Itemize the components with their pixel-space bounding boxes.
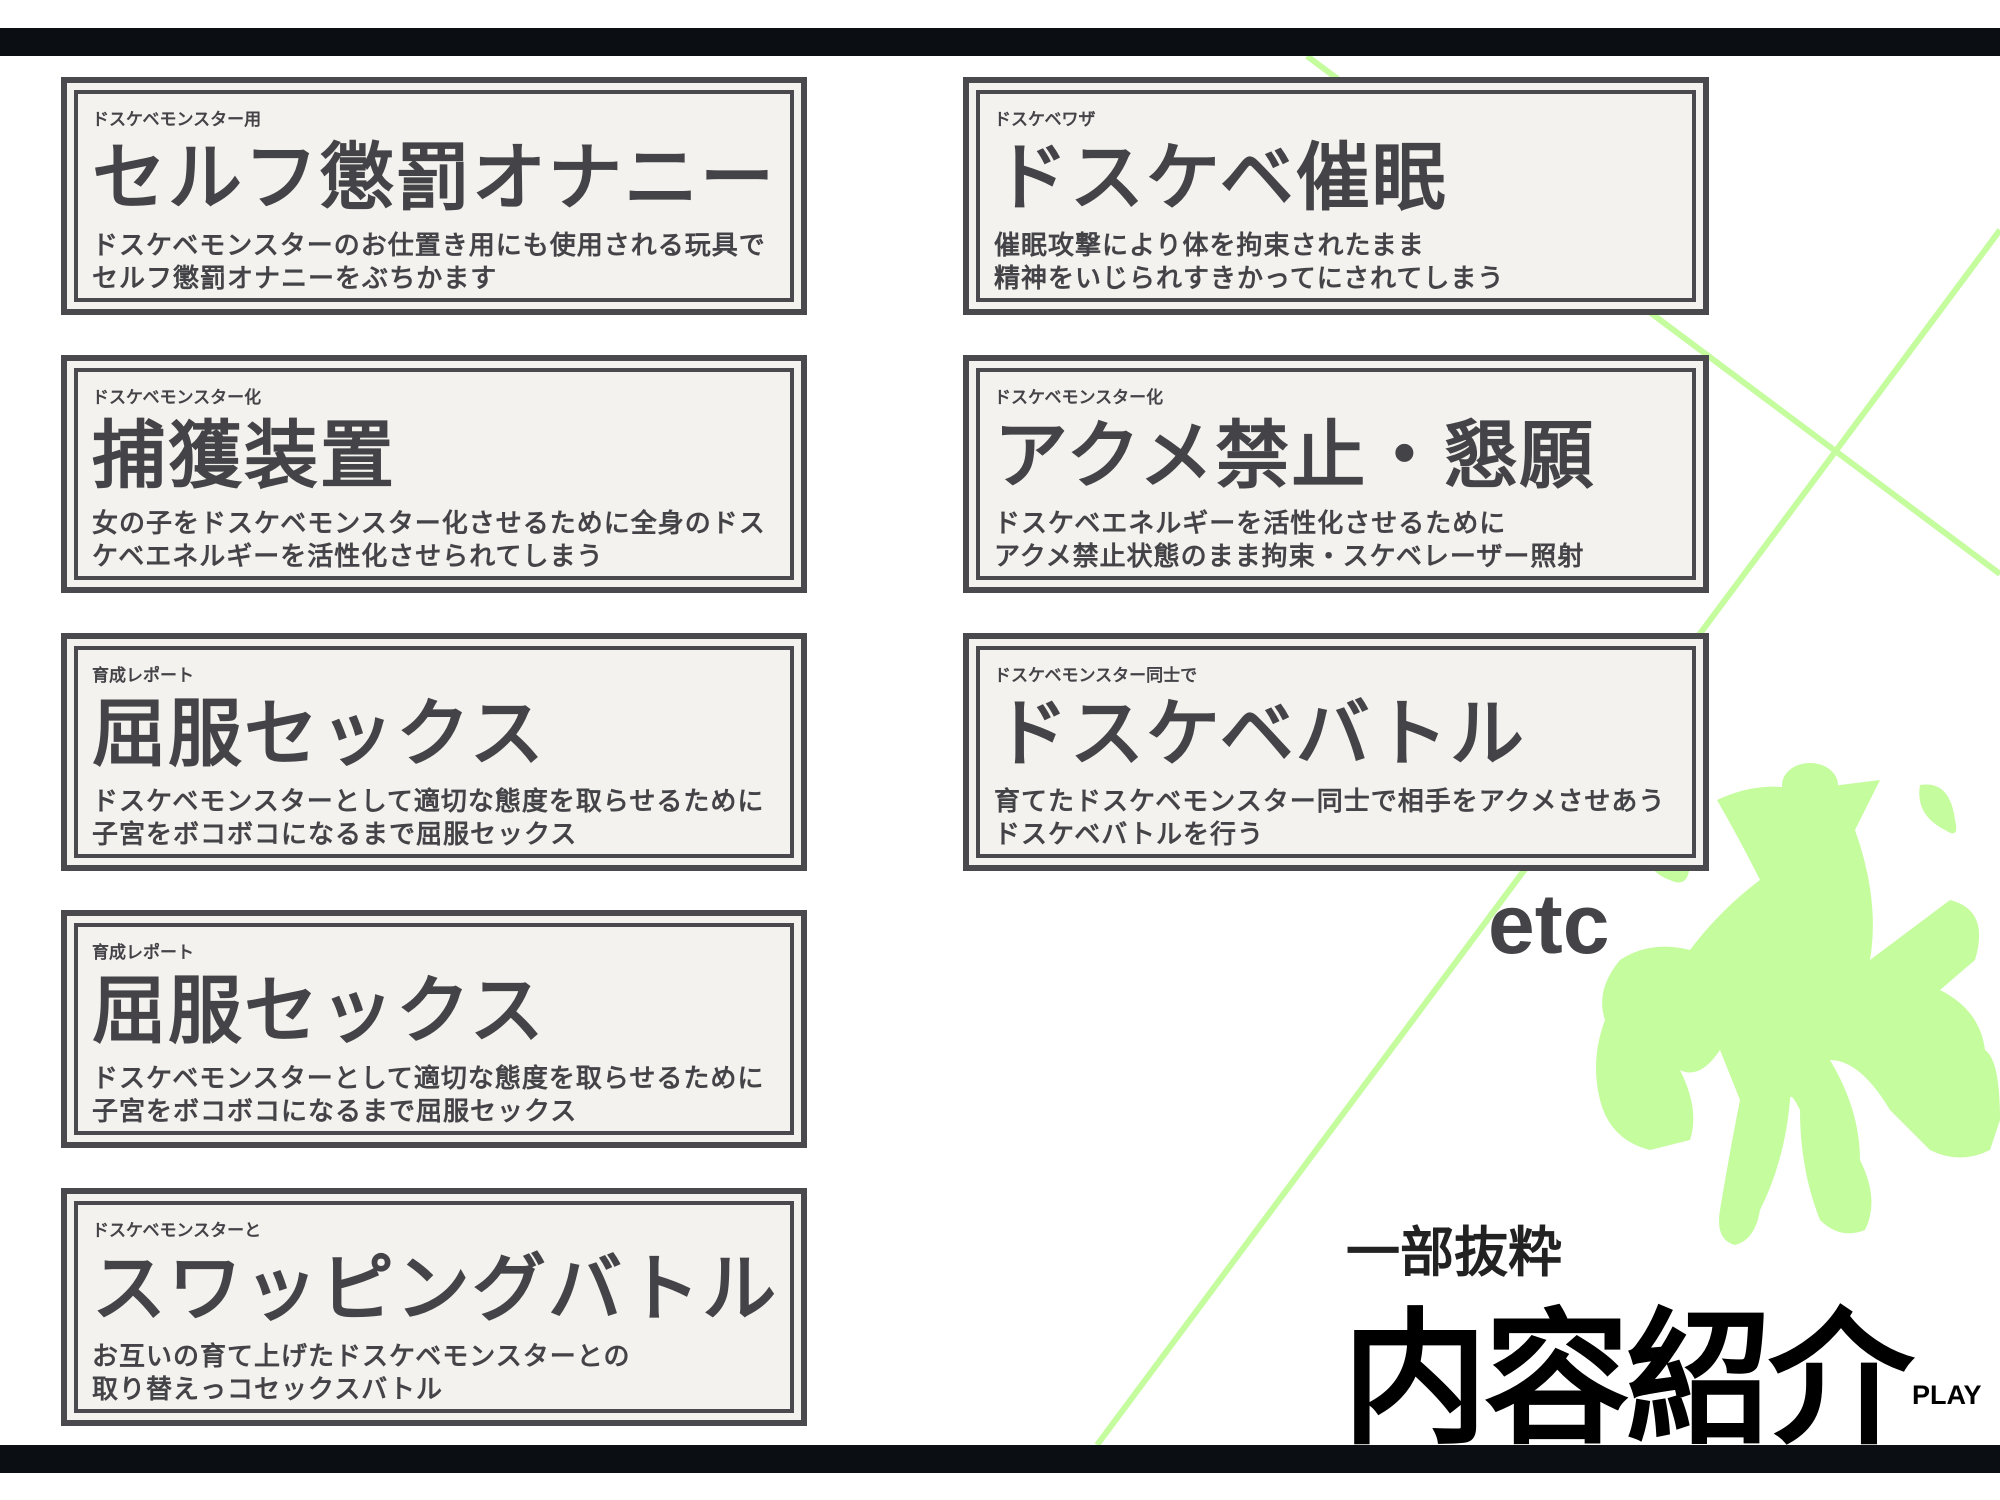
card-title: スワッピングバトル bbox=[92, 1246, 779, 1332]
card-label: 育成レポート bbox=[92, 666, 194, 686]
content-card: ドスケベモンスター化 捕獲装置 女の子をドスケベモンスター化させるために全身のド… bbox=[61, 355, 807, 593]
content-card: ドスケベモンスター同士で ドスケベバトル 育てたドスケベモンスター同士で相手をア… bbox=[963, 633, 1709, 871]
content-card: ドスケベワザ ドスケベ催眠 催眠攻撃により体を拘束されたまま 精神をいじられすき… bbox=[963, 77, 1709, 315]
card-description: 催眠攻撃により体を拘束されたまま 精神をいじられすきかってにされてしまう bbox=[994, 231, 1505, 294]
etc-text: etc bbox=[1488, 877, 1610, 971]
card-label: ドスケベモンスター化 bbox=[92, 388, 262, 408]
card-label: 育成レポート bbox=[92, 943, 194, 963]
card-description: ドスケベモンスターとして適切な態度を取らせるために 子宮をボコボコになるまで屈服… bbox=[92, 787, 765, 850]
card-description: ドスケベエネルギーを活性化させるために アクメ禁止状態のまま拘束・スケベレーザー… bbox=[994, 509, 1585, 572]
card-title: 屈服セックス bbox=[92, 968, 546, 1054]
card-description: 育てたドスケベモンスター同士で相手をアクメさせあう ドスケベバトルを行う bbox=[994, 787, 1666, 850]
card-label: ドスケベワザ bbox=[994, 110, 1096, 130]
content-card: ドスケベモンスターと スワッピングバトル お互いの育て上げたドスケベモンスターと… bbox=[61, 1188, 807, 1426]
top-bar bbox=[0, 28, 2000, 56]
content-card: ドスケベモンスター用 セルフ懲罰オナニー ドスケベモンスターのお仕置き用にも使用… bbox=[61, 77, 807, 315]
card-label: ドスケベモンスター同士で bbox=[994, 666, 1198, 686]
heading-tag: PLAY bbox=[1912, 1380, 1982, 1410]
card-description: お互いの育て上げたドスケベモンスターとの 取り替えっコセックスバトル bbox=[92, 1342, 631, 1405]
card-title: ドスケベ催眠 bbox=[994, 135, 1448, 221]
content-card: ドスケベモンスター化 アクメ禁止・懇願 ドスケベエネルギーを活性化させるために … bbox=[963, 355, 1709, 593]
card-title: セルフ懲罰オナニー bbox=[92, 135, 776, 221]
heading-subtitle: 一部抜粋 bbox=[1346, 1220, 1562, 1284]
heading-title: 内容紹介 bbox=[1342, 1294, 1914, 1465]
card-title: ドスケベバトル bbox=[994, 691, 1526, 777]
bottom-bar bbox=[0, 1445, 2000, 1473]
card-description: 女の子をドスケベモンスター化させるために全身のドス ケベエネルギーを活性化させら… bbox=[92, 509, 766, 572]
card-label: ドスケベモンスター化 bbox=[994, 388, 1164, 408]
card-title: 捕獲装置 bbox=[92, 413, 396, 499]
card-description: ドスケベモンスターとして適切な態度を取らせるために 子宮をボコボコになるまで屈服… bbox=[92, 1064, 765, 1127]
card-label: ドスケベモンスター用 bbox=[92, 110, 262, 130]
content-card: 育成レポート 屈服セックス ドスケベモンスターとして適切な態度を取らせるために … bbox=[61, 910, 807, 1148]
card-title: アクメ禁止・懇願 bbox=[994, 413, 1596, 499]
card-title: 屈服セックス bbox=[92, 691, 546, 777]
content-card: 育成レポート 屈服セックス ドスケベモンスターとして適切な態度を取らせるために … bbox=[61, 633, 807, 871]
card-description: ドスケベモンスターのお仕置き用にも使用される玩具で セルフ懲罰オナニーをぶちかま… bbox=[92, 231, 766, 294]
card-label: ドスケベモンスターと bbox=[92, 1221, 262, 1241]
